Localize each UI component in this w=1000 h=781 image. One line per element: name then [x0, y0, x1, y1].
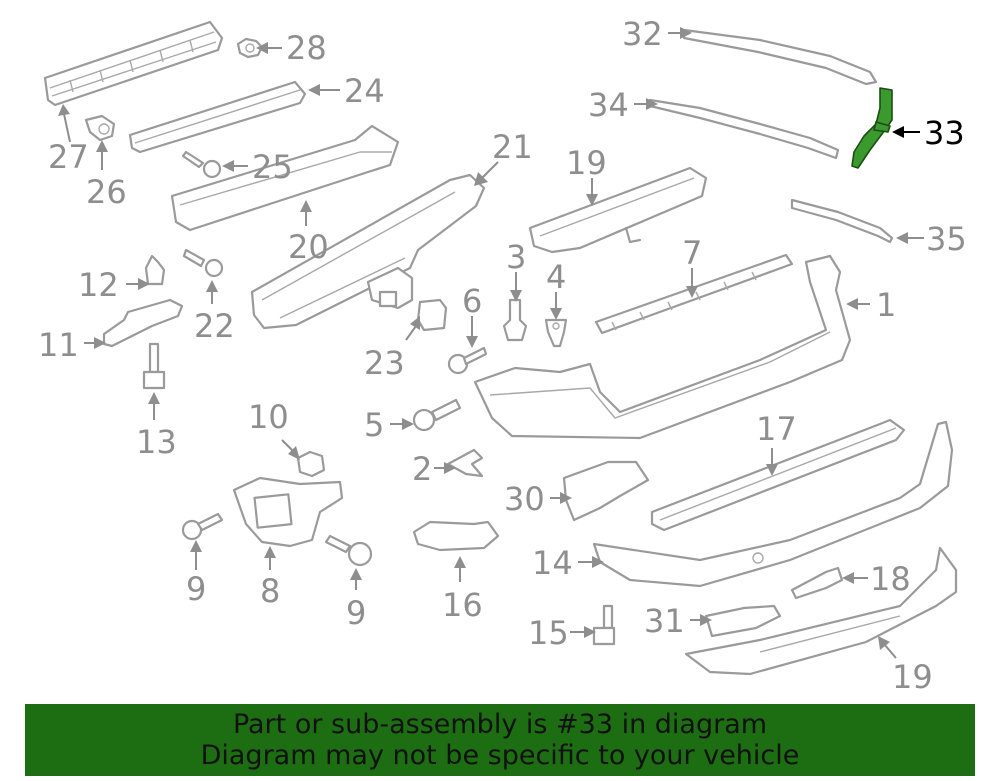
info-banner: Part or sub-assembly is #33 in diagram D… [25, 704, 975, 776]
callout-8: 8 [260, 572, 280, 610]
part-29 [236, 37, 264, 59]
part-4 [544, 318, 568, 348]
callout-19: 19 [892, 658, 933, 696]
part-16 [412, 520, 500, 552]
part-31 [704, 604, 782, 638]
callout-34: 34 [588, 86, 629, 124]
part-11 [102, 298, 184, 348]
callout-9a: 9 [186, 570, 206, 608]
part-19 [684, 546, 958, 676]
part-5 [412, 398, 462, 432]
callout-6: 6 [462, 282, 482, 320]
callout-25: 24 [344, 72, 385, 110]
callout-10: 10 [248, 398, 289, 436]
callout-35: 35 [926, 220, 967, 258]
callout-28: 27 [48, 138, 89, 176]
part-17 [650, 418, 906, 532]
part-10 [296, 450, 326, 478]
callout-30: 30 [504, 480, 545, 518]
callout-15: 15 [528, 614, 569, 652]
callout-12: 13 [136, 423, 177, 461]
callout-32: 32 [622, 15, 663, 53]
callout-24: 23 [364, 344, 405, 382]
part-3 [502, 298, 528, 342]
callout-21: 20 [288, 228, 329, 266]
banner-line-1: Part or sub-assembly is #33 in diagram [232, 709, 768, 740]
part-2 [446, 448, 484, 478]
callout-29: 28 [286, 29, 327, 67]
part-8 [232, 476, 344, 548]
callout-1: 1 [876, 286, 896, 324]
part-25 [128, 80, 307, 154]
part-15 [592, 604, 616, 646]
callout-27: 26 [86, 173, 127, 211]
part-14 [592, 420, 954, 588]
callout-31: 31 [644, 602, 685, 640]
callout-17: 17 [756, 410, 797, 448]
callout-22: 21 [492, 128, 533, 166]
leader-lines [58, 27, 924, 659]
part-21 [170, 124, 400, 232]
part-23 [182, 248, 224, 278]
callout-2: 2 [412, 450, 432, 488]
banner-line-2: Diagram may not be specific to your vehi… [200, 740, 800, 771]
callout-9b: 9 [346, 594, 366, 632]
part-13 [144, 254, 166, 286]
callout-7: 7 [682, 234, 702, 272]
callout-3: 3 [506, 238, 526, 276]
part-28 [43, 20, 224, 107]
callout-4: 4 [546, 258, 566, 296]
part-20 [528, 166, 708, 254]
callout-13: 12 [78, 266, 119, 304]
part-1 [473, 254, 852, 440]
part-30 [562, 460, 650, 522]
callout-20: 19 [566, 144, 607, 182]
callout-14: 14 [532, 544, 573, 582]
part-26 [181, 150, 222, 179]
part-34 [648, 98, 840, 160]
callout-26: 25 [252, 148, 293, 186]
callout-18: 18 [870, 560, 911, 598]
part-22 [250, 173, 486, 330]
part-12 [142, 342, 166, 390]
part-35 [790, 198, 894, 244]
part-32 [682, 28, 878, 86]
callout-33: 33 [924, 114, 965, 152]
callout-23: 22 [194, 307, 235, 345]
callout-5: 5 [364, 406, 384, 444]
part-9a [181, 512, 224, 541]
part-27 [84, 114, 116, 142]
callout-16: 16 [442, 586, 483, 624]
part-18 [790, 566, 844, 600]
part-24 [416, 298, 448, 332]
callout-labels: 27 26 28 24 25 20 21 19 12 11 22 13 23 6… [38, 15, 967, 696]
part-9b [324, 534, 373, 567]
callout-11: 11 [38, 326, 79, 364]
part-33-highlighted [851, 87, 893, 169]
part-6 [447, 346, 488, 375]
